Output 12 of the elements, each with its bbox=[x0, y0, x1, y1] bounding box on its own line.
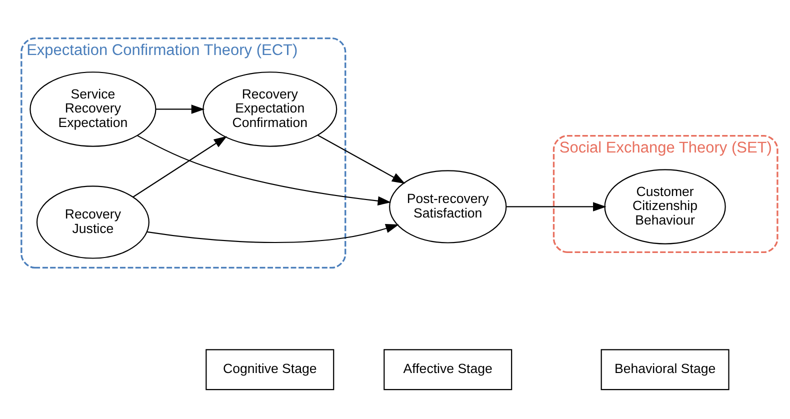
arrow bbox=[506, 202, 606, 212]
node-box: Behavioral Stage bbox=[600, 349, 730, 390]
arrow bbox=[147, 224, 400, 244]
arrow bbox=[132, 136, 228, 198]
arrow bbox=[317, 134, 406, 184]
node-ellipse: Service Recovery Expectation bbox=[30, 72, 156, 147]
node-box: Affective Stage bbox=[384, 349, 512, 390]
node-ellipse: Customer Citizenship Behaviour bbox=[604, 169, 726, 244]
node-ellipse: Recovery Justice bbox=[36, 186, 150, 259]
node-box: Cognitive Stage bbox=[206, 349, 334, 390]
arrow bbox=[137, 135, 392, 206]
arrow bbox=[156, 104, 205, 114]
